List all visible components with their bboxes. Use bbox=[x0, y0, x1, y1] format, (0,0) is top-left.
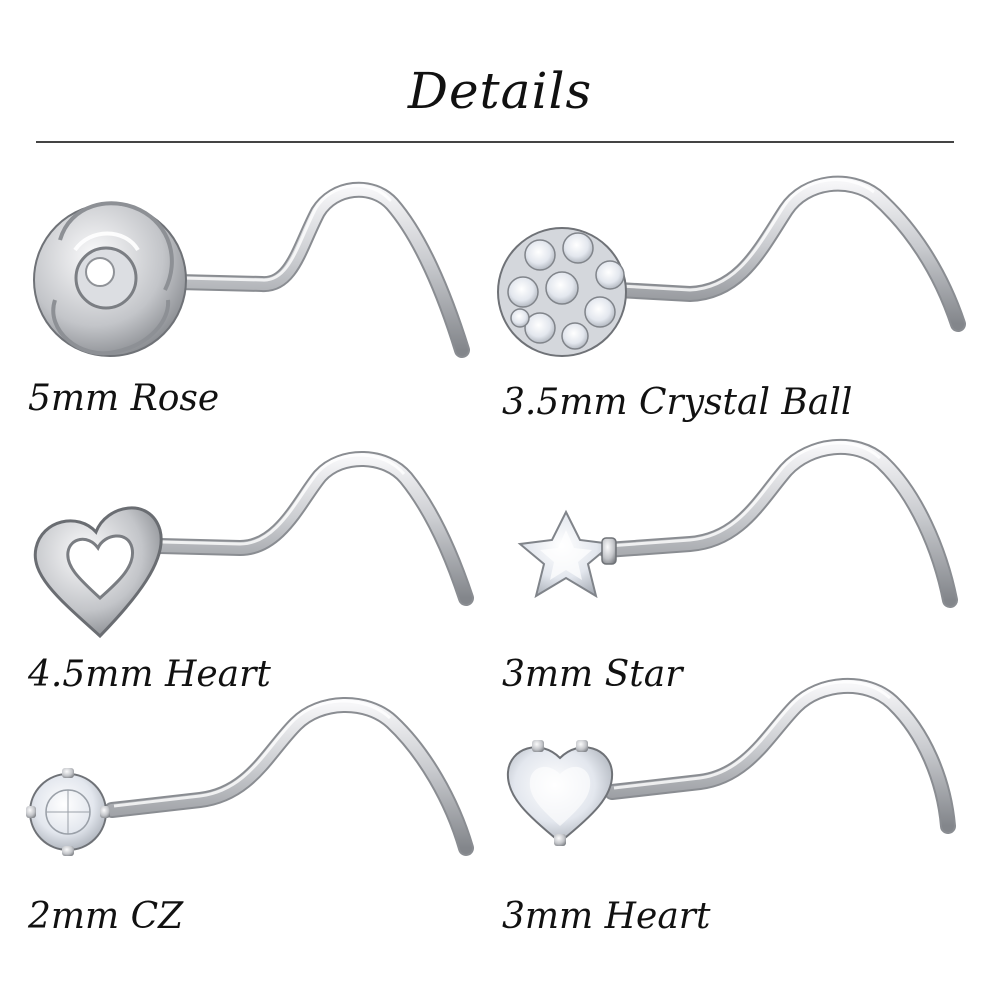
open-heart-stud-icon bbox=[33, 451, 474, 639]
item-label-crystal-ball: 3.5mm Crystal Ball bbox=[502, 382, 853, 423]
crystal-ball-stud-icon bbox=[497, 175, 966, 357]
heart-crystal-stud-icon bbox=[506, 677, 956, 846]
page-title: Details bbox=[407, 62, 593, 120]
title-divider bbox=[36, 141, 954, 143]
item-label-heart-crystal: 3mm Heart bbox=[502, 896, 711, 937]
item-label-star: 3mm Star bbox=[502, 654, 683, 695]
round-cz-stud-icon bbox=[26, 697, 474, 856]
item-label-heart: 4.5mm Heart bbox=[28, 654, 271, 695]
item-label-rose: 5mm Rose bbox=[28, 378, 220, 419]
star-crystal-stud-icon bbox=[517, 438, 958, 608]
item-label-cz: 2mm CZ bbox=[28, 896, 184, 937]
rose-stud-icon bbox=[33, 181, 470, 358]
